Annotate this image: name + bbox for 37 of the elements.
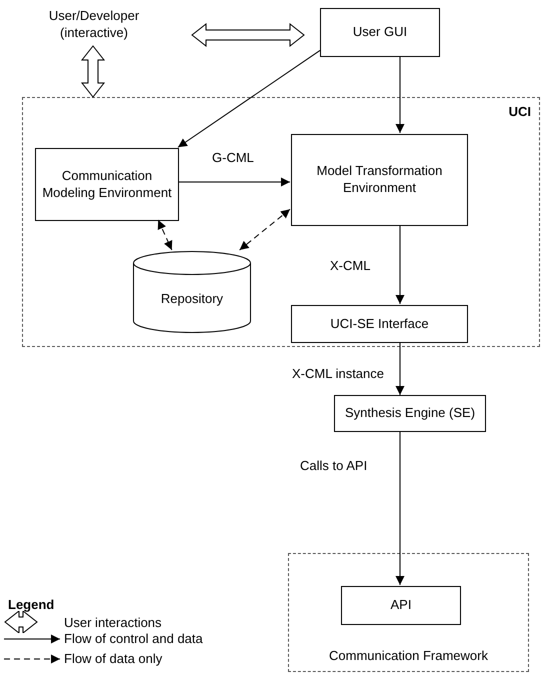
interaction-arrow — [191, 22, 305, 48]
edge-label: X-CML instance — [290, 366, 386, 381]
dashed-arrow — [158, 220, 172, 250]
node-label: Communication Modeling Environment — [42, 168, 172, 202]
edge-label: G-CML — [210, 150, 256, 165]
legend-text: Flow of control and data — [64, 631, 203, 646]
group-title: UCI — [508, 104, 531, 121]
arrow — [396, 432, 404, 586]
arrow — [396, 342, 404, 396]
arrow — [178, 50, 320, 148]
actor-label: User/Developer (interactive) — [36, 4, 152, 46]
arrow — [178, 178, 290, 186]
boundary-frame — [288, 553, 529, 672]
edge-label: Calls to API — [298, 458, 370, 473]
process-box — [334, 395, 486, 432]
dashed-arrow — [239, 208, 290, 250]
node-label: Repository — [160, 290, 224, 308]
process-box — [291, 305, 468, 343]
process-box — [35, 148, 179, 221]
arrow — [396, 56, 404, 134]
process-box — [320, 8, 440, 57]
process-box — [341, 586, 461, 625]
group-title: Communication Framework — [328, 648, 489, 665]
boundary-frame — [22, 97, 540, 347]
node-label: UCI-SE Interface — [330, 316, 429, 332]
node-label: Synthesis Engine (SE) — [344, 405, 476, 422]
node-label: Model Transformation Environment — [316, 163, 444, 197]
edge-label: X-CML — [328, 258, 372, 273]
node-label: API — [390, 597, 412, 614]
legend-text: Flow of data only — [64, 651, 162, 666]
arrow — [396, 224, 404, 304]
process-box — [291, 134, 468, 226]
repository-cylinder — [133, 251, 251, 333]
legend-title: Legend — [8, 597, 54, 612]
node-label: User GUI — [352, 24, 408, 41]
interaction-arrow — [80, 45, 106, 98]
legend-text: User interactions — [64, 614, 162, 630]
